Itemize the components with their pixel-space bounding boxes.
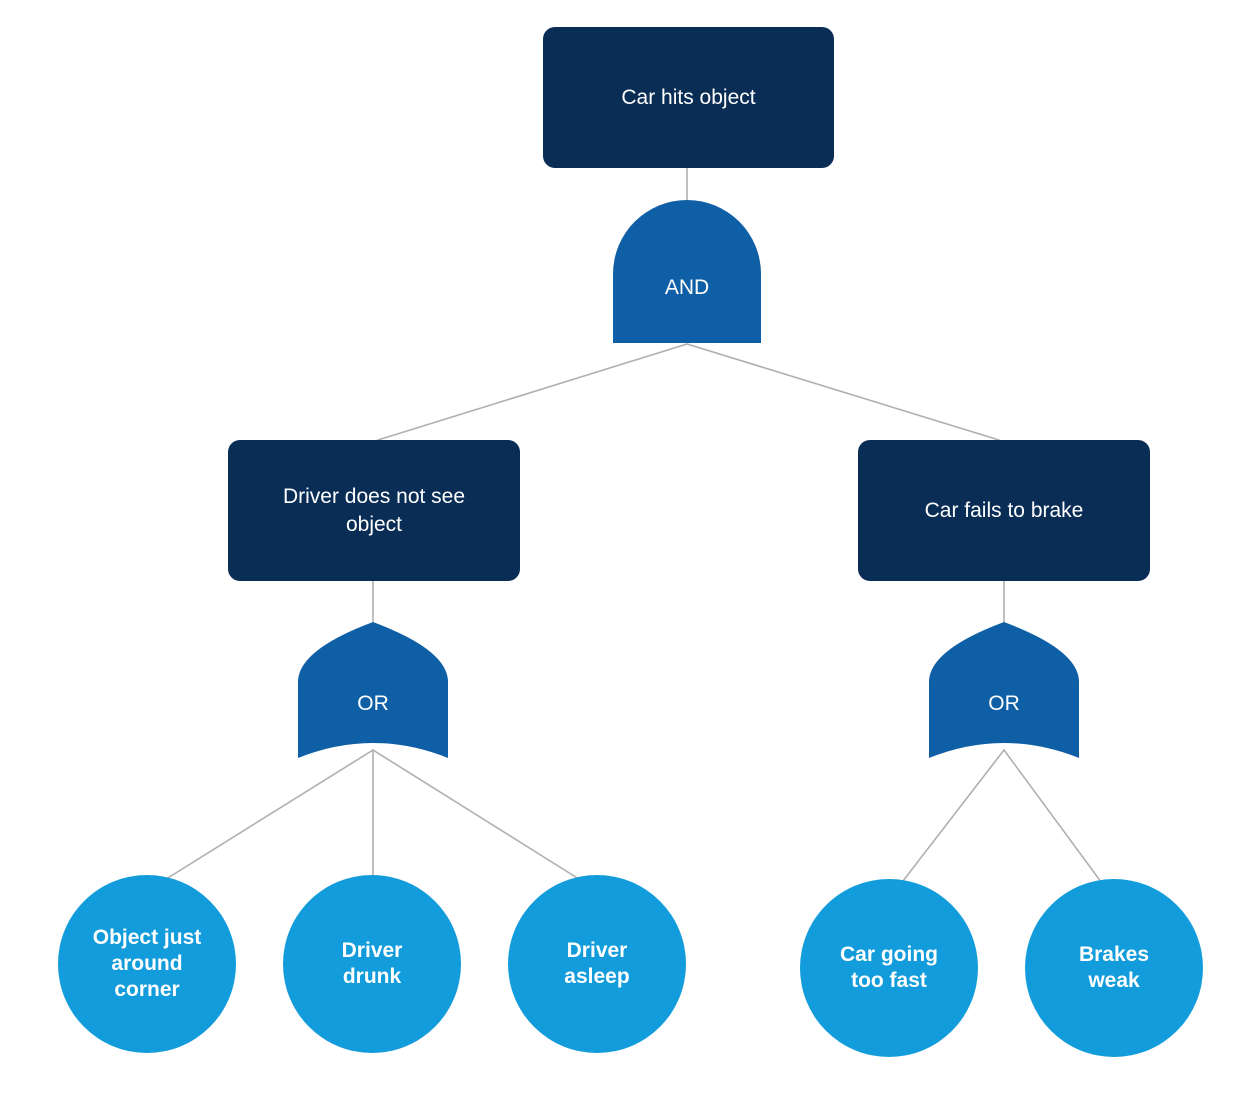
or-gate-left[interactable]: OR bbox=[297, 620, 449, 760]
intermediate-event-right-label: Car fails to brake bbox=[924, 498, 1084, 522]
intermediate-event-car-fails-to-brake[interactable]: Car fails to brake bbox=[858, 440, 1150, 581]
edge-and-to-right-box bbox=[686, 343, 1000, 441]
basic-event-label: Brakes weak bbox=[1078, 942, 1150, 992]
basic-event-label: Car going too fast bbox=[840, 942, 938, 992]
intermediate-event-left-label: Driver does not see object bbox=[282, 484, 466, 536]
intermediate-event-driver-does-not-see-object[interactable]: Driver does not see object bbox=[228, 440, 520, 581]
edge-or-right-to-weak bbox=[1003, 749, 1108, 891]
or-gate-right[interactable]: OR bbox=[928, 620, 1080, 760]
basic-event-car-going-too-fast[interactable]: Car going too fast bbox=[800, 879, 978, 1057]
or-gate-shape bbox=[298, 622, 448, 758]
and-gate-shape bbox=[613, 200, 761, 343]
edge-and-to-left-box bbox=[377, 343, 688, 441]
basic-event-label: Driver asleep bbox=[564, 938, 630, 988]
edge-or-right-to-fast bbox=[895, 749, 1005, 891]
basic-event-label: Driver drunk bbox=[341, 938, 403, 988]
basic-event-driver-drunk[interactable]: Driver drunk bbox=[283, 875, 461, 1053]
top-event-car-hits-object[interactable]: Car hits object bbox=[543, 27, 834, 168]
top-event-label: Car hits object bbox=[621, 85, 756, 109]
basic-event-driver-asleep[interactable]: Driver asleep bbox=[508, 875, 686, 1053]
basic-event-brakes-weak[interactable]: Brakes weak bbox=[1025, 879, 1203, 1057]
and-gate-top[interactable]: AND bbox=[612, 198, 762, 344]
basic-event-object-just-around-corner[interactable]: Object just around corner bbox=[58, 875, 236, 1053]
basic-event-label: Object just around corner bbox=[92, 925, 202, 1002]
edge-or-left-to-asleep bbox=[372, 749, 591, 887]
edge-or-left-to-corner bbox=[154, 749, 374, 887]
or-gate-shape bbox=[929, 622, 1079, 758]
